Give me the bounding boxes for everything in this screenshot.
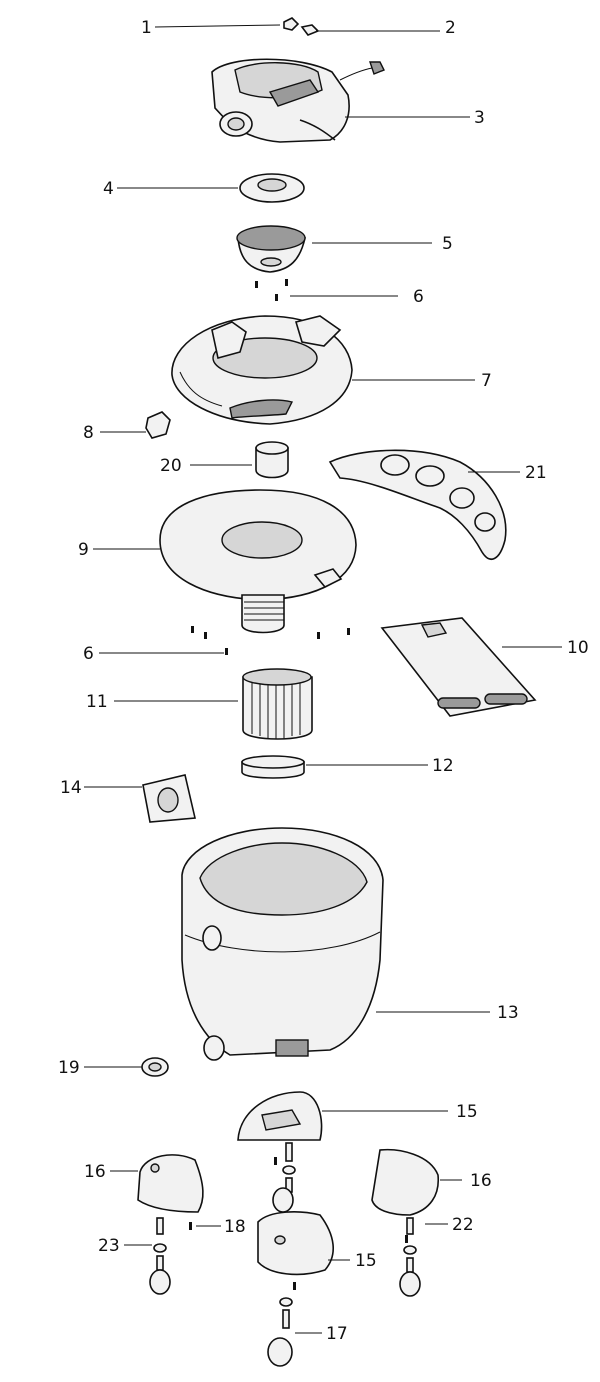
callout-4: 4 [103, 179, 114, 199]
callout-2: 2 [445, 18, 456, 38]
part-21-tool-holder [328, 449, 507, 560]
caster-assembly-left [149, 1217, 192, 1295]
callout-1: 1 [141, 18, 152, 38]
callout-7: 7 [481, 371, 492, 391]
part-11-cartridge-filter [242, 668, 313, 740]
part-10-filter-bag [380, 617, 537, 717]
callout-21: 21 [525, 463, 547, 483]
leader-lines [84, 24, 562, 1334]
part-16-housing-right [371, 1148, 439, 1216]
caster-assembly-center-top [272, 1142, 296, 1213]
callout-13: 13 [497, 1003, 519, 1023]
callout-9: 9 [78, 540, 89, 560]
callout-12: 12 [432, 756, 454, 776]
part-6-screws-top [255, 279, 288, 301]
callout-19: 19 [58, 1058, 80, 1078]
callout-18: 18 [224, 1217, 246, 1237]
part-1-clip [283, 17, 300, 31]
callout-15-top: 15 [456, 1102, 478, 1122]
part-16-housing-left [137, 1154, 204, 1213]
caster-assembly-center-bottom [267, 1282, 296, 1367]
callout-10: 10 [567, 638, 589, 658]
callout-17: 17 [326, 1324, 348, 1344]
callout-16-left: 16 [84, 1162, 106, 1182]
callout-5: 5 [442, 234, 453, 254]
part-4-cap [239, 173, 305, 203]
part-14-inlet-door [142, 774, 196, 823]
callout-8: 8 [83, 423, 94, 443]
part-13-tank [181, 827, 384, 1061]
part-15-caster-housing-lower [257, 1211, 335, 1276]
part-12-ring [241, 755, 305, 779]
callout-20: 20 [160, 456, 182, 476]
callout-23: 23 [98, 1236, 120, 1256]
callout-16-right: 16 [470, 1171, 492, 1191]
part-15-caster-housing-top [237, 1091, 323, 1141]
callout-11: 11 [86, 692, 108, 712]
callout-22: 22 [452, 1215, 474, 1235]
part-7-top-housing [171, 315, 353, 425]
part-5-impeller [236, 225, 307, 273]
callout-labels: 1 2 3 4 5 6 7 8 20 21 9 6 10 11 12 14 13… [58, 18, 589, 1344]
callout-6-top: 6 [413, 287, 424, 307]
caster-assembly-right [399, 1217, 421, 1297]
callout-3: 3 [474, 108, 485, 128]
part-2-clip [300, 24, 320, 36]
part-8-latch [145, 411, 171, 439]
callout-15-lower: 15 [355, 1251, 377, 1271]
callout-6-lower: 6 [83, 644, 94, 664]
part-6-screws-lower [191, 626, 350, 655]
callout-14: 14 [60, 778, 82, 798]
part-3-motor-head [211, 58, 385, 143]
part-19-nut [141, 1057, 169, 1077]
part-20-plug [255, 441, 289, 479]
part-9-lid-base [159, 489, 357, 634]
